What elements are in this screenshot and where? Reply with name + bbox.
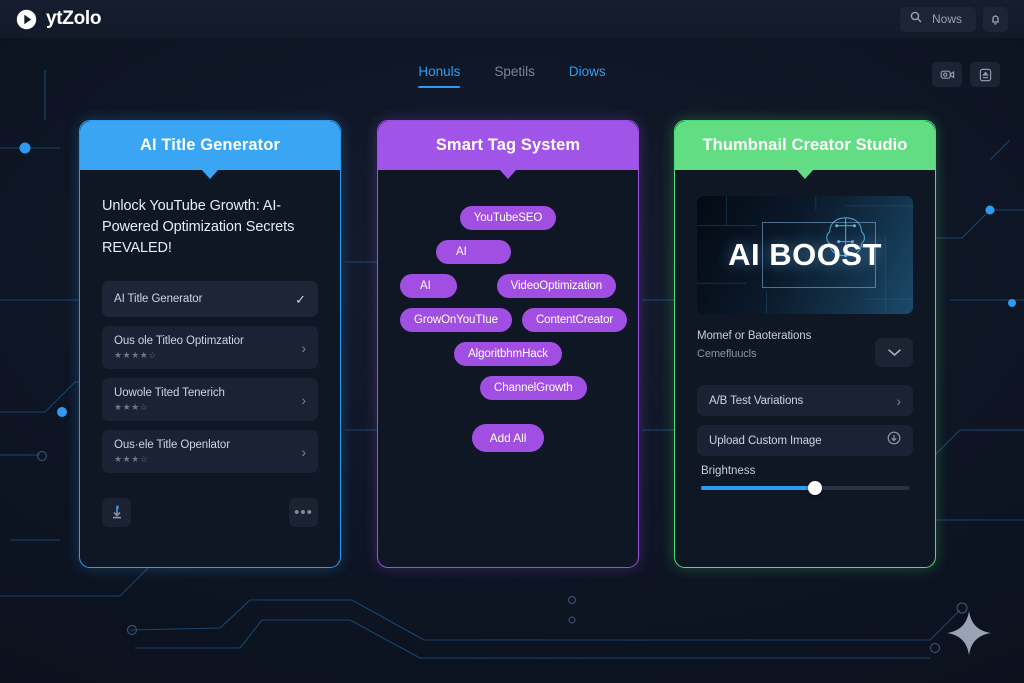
- generated-headline: Unlock YouTube Growth: AI-Powered Optimi…: [102, 198, 295, 256]
- preview-title-text: AI BOOST: [728, 237, 882, 272]
- tab-list: Honuls Spetils Diows: [0, 64, 1024, 88]
- play-circle-icon: [16, 9, 37, 30]
- header-tail: [796, 169, 814, 179]
- preview-frame-box: [761, 221, 877, 289]
- tag-row: AlgoritbhmHack: [400, 342, 616, 366]
- tag-chip[interactable]: AI: [400, 274, 457, 298]
- tag-chip[interactable]: VideoOptimization: [496, 274, 616, 298]
- card-header: Smart Tag System: [378, 121, 638, 179]
- tag-row: AI: [400, 240, 616, 264]
- bell-icon[interactable]: [983, 6, 1008, 32]
- tag-row: GrowOnYouTIue ContentCreator: [400, 308, 628, 332]
- tag-row: AI VideoOptimization: [400, 274, 616, 298]
- card-title: AI Title Generator: [140, 136, 280, 154]
- tag-cloud: YouTubeSEO AI AI VideoOptimization GrowO…: [400, 196, 628, 452]
- card-footer: •••: [102, 498, 318, 527]
- card-ai-title-generator: AI Title Generator Unlock YouTube Growth…: [79, 120, 341, 568]
- brand[interactable]: ytZolo: [16, 8, 102, 30]
- slider-fill: [701, 486, 816, 490]
- preview-meta: Momef or Baoterations Cemefluucls: [697, 330, 913, 367]
- list-item-label: Ous·ele Title Openlator: [114, 439, 230, 451]
- tab-spetils[interactable]: Spetils: [494, 64, 535, 79]
- rating-stars: ★★★★☆: [114, 350, 157, 360]
- list-item[interactable]: Uowole Tited Tenerich ★★★☆ ›: [102, 378, 318, 421]
- chevron-right-icon: ›: [301, 443, 306, 460]
- top-bar: ytZolo Nows: [0, 0, 1024, 38]
- control-upload-custom-image[interactable]: Upload Custom Image: [697, 425, 913, 456]
- card-body: YouTubeSEO AI AI VideoOptimization GrowO…: [378, 170, 638, 567]
- add-all-button[interactable]: Add All: [471, 424, 545, 452]
- slider-label: Brightness: [701, 465, 756, 477]
- camera-refresh-icon[interactable]: [932, 62, 962, 87]
- card-header: Thumbnail Creator Studio: [675, 121, 935, 179]
- tag-chip[interactable]: GrowOnYouTIue: [400, 308, 512, 332]
- sparkle-icon: [946, 610, 992, 661]
- search-icon: [910, 10, 922, 28]
- more-options-label: •••: [294, 504, 313, 521]
- card-title: Thumbnail Creator Studio: [702, 136, 908, 154]
- brand-name: ytZolo: [46, 8, 102, 29]
- list-item[interactable]: Ous·ele Title Openlator ★★★☆ ›: [102, 430, 318, 473]
- card-row: AI Title Generator Unlock YouTube Growth…: [0, 120, 1024, 570]
- rating-stars: ★★★☆: [114, 454, 149, 464]
- card-smart-tag-system: Smart Tag System YouTubeSEO AI AI Video: [377, 120, 639, 568]
- header-tail: [201, 169, 219, 179]
- more-options-button[interactable]: •••: [289, 498, 318, 527]
- check-icon: ✓: [295, 291, 306, 307]
- download-circle-icon: [887, 431, 901, 450]
- download-icon[interactable]: [102, 498, 131, 527]
- tag-row: YouTubeSEO: [400, 206, 616, 230]
- tab-row: Honuls Spetils Diows: [0, 52, 1024, 96]
- tag-chip[interactable]: YouTubeSEO: [459, 206, 557, 230]
- chevron-right-icon: ›: [301, 391, 306, 408]
- brain-circuit-graphic: [697, 196, 913, 313]
- tag-chip[interactable]: AI: [436, 240, 511, 264]
- chevron-down-icon[interactable]: [875, 338, 913, 367]
- tag-chip[interactable]: ContentCreator: [521, 308, 628, 332]
- list-item[interactable]: AI Title Generator ✓: [102, 281, 318, 317]
- card-title: Smart Tag System: [435, 136, 581, 154]
- control-label: Upload Custom Image: [709, 434, 822, 447]
- chevron-right-icon: ›: [896, 392, 901, 409]
- card-body: Unlock YouTube Growth: AI-Powered Optimi…: [80, 170, 340, 567]
- card-header: AI Title Generator: [80, 121, 340, 179]
- list-item-label: Uowole Tited Tenerich: [114, 387, 225, 399]
- meta-primary: Momef or Baoterations: [697, 330, 812, 342]
- tag-row: ChannelGrowth: [400, 376, 616, 400]
- chevron-right-icon: ›: [301, 339, 306, 356]
- slider-knob[interactable]: [808, 481, 823, 495]
- tab-diows[interactable]: Diows: [568, 64, 606, 79]
- search-label: Nows: [931, 12, 962, 26]
- list-item[interactable]: Ous ole Titleo Optimzatior ★★★★☆ ›: [102, 326, 318, 369]
- brightness-slider[interactable]: [701, 481, 909, 495]
- search-input[interactable]: Nows: [899, 6, 976, 32]
- save-frame-icon[interactable]: [970, 62, 1000, 87]
- meta-secondary: Cemefluucls: [697, 348, 757, 360]
- list-item-label: AI Title Generator: [114, 293, 203, 305]
- header-tail: [499, 169, 517, 179]
- tag-chip[interactable]: AlgoritbhmHack: [454, 342, 562, 366]
- rating-stars: ★★★☆: [114, 402, 149, 412]
- card-body: AI BOOST Momef or Baoterations Cemefluuc…: [675, 170, 935, 567]
- control-ab-test-variations[interactable]: A/B Test Variations ›: [697, 385, 913, 416]
- list-item-label: Ous ole Titleo Optimzatior: [114, 335, 244, 347]
- tag-chip[interactable]: ChannelGrowth: [480, 376, 587, 400]
- control-label: A/B Test Variations: [709, 394, 804, 407]
- card-thumbnail-creator-studio: Thumbnail Creator Studio: [674, 120, 936, 568]
- top-bar-actions: Nows: [899, 6, 1008, 32]
- tag-row: Add All: [400, 424, 616, 452]
- tab-actions: [932, 62, 1000, 87]
- thumbnail-preview[interactable]: AI BOOST: [697, 196, 913, 314]
- tab-honuls[interactable]: Honuls: [418, 64, 461, 88]
